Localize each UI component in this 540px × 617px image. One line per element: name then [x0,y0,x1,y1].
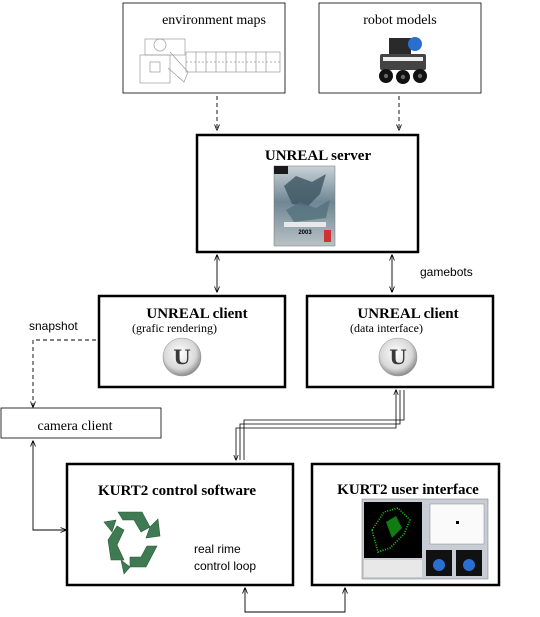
svg-text:U: U [389,345,406,369]
client-data-label: UNREAL client [357,306,458,322]
environment-maps-box: environment maps [122,2,286,94]
unreal-client-data-box: UNREAL client (data interface) U [305,294,495,389]
floorplan-icon [139,38,281,84]
kurt2-ui-label: KURT2 user interface [337,482,479,498]
environment-maps-label: environment maps [162,13,266,28]
client-data-sublabel: (data interface) [350,321,423,335]
robot-icon [379,37,427,84]
camera-control-link [33,441,66,530]
control-ui-link [245,588,345,613]
kurt2-control-label: KURT2 control software [98,483,256,499]
unreal-client-render-box: UNREAL client (grafic rendering) U [97,294,287,389]
unreal-server-label: UNREAL server [265,148,372,164]
control-loop-line2: control loop [194,559,256,573]
snapshot-link [33,339,96,407]
unreal-logo-icon: U [162,337,202,377]
kurt2-control-box: KURT2 control software real rime control… [65,462,295,587]
camera-client-label: camera client [37,419,112,434]
kurt2-ui-box: KURT2 user interface [310,462,501,587]
robot-models-box: robot models [318,2,482,94]
game-cover-icon: 2003 [273,165,336,247]
camera-client-box: camera client [0,407,162,439]
robot-models-label: robot models [363,13,437,28]
client-render-sublabel: (grafic rendering) [132,321,217,335]
unreal-server-box: UNREAL server 2003 [195,133,420,254]
client-render-label: UNREAL client [146,306,247,322]
snapshot-label: snapshot [29,319,78,333]
data-control-link [236,390,405,460]
gamebots-label: gamebots [420,265,473,279]
svg-text:U: U [173,345,190,369]
control-loop-line1: real rime [194,542,241,556]
unreal-logo-icon: U [378,337,418,377]
cover-badge: 2003 [298,230,312,236]
gui-screenshot-icon [361,498,489,580]
recycle-icon [103,511,161,575]
